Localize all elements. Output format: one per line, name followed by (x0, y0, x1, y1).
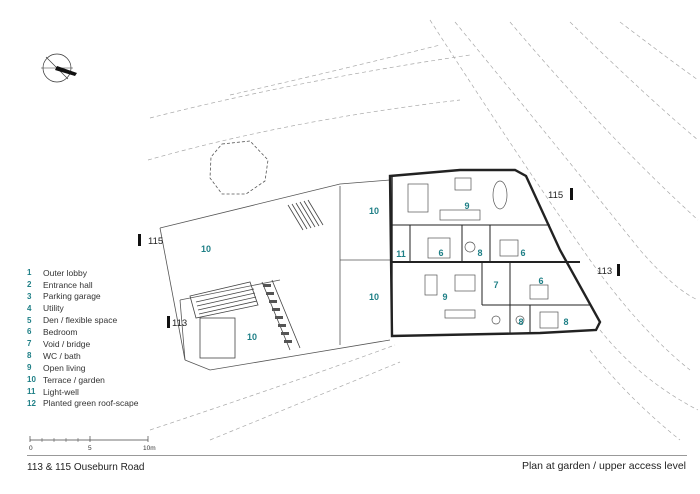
garden-stairs (189, 199, 324, 359)
svg-text:113: 113 (172, 318, 187, 329)
room-label-11: 11 (396, 249, 406, 259)
north-arrow-icon (41, 53, 77, 83)
room-label-8: 8 (518, 317, 523, 327)
footer-divider (27, 455, 687, 456)
room-label-10: 10 (369, 292, 379, 302)
house-tag-113-left: 113 (167, 316, 187, 329)
svg-text:113: 113 (597, 266, 612, 277)
room-label-9: 9 (442, 292, 447, 302)
room-label-10: 10 (247, 332, 257, 342)
drawing-title: 113 & 115 Ouseburn Road (27, 462, 145, 473)
svg-text:10m: 10m (143, 445, 156, 452)
svg-text:5: 5 (88, 445, 92, 452)
building-walls (388, 168, 602, 338)
garden-outline (159, 179, 392, 371)
room-label-8: 8 (477, 248, 482, 258)
svg-text:0: 0 (29, 445, 33, 452)
svg-text:115: 115 (548, 190, 563, 201)
room-label-6: 6 (520, 248, 525, 258)
contour-lines (147, 19, 699, 441)
drawing-subtitle: Plan at garden / upper access level (521, 460, 686, 472)
room-label-6: 6 (438, 248, 443, 258)
room-label-9: 9 (464, 201, 469, 211)
scale-bar: 0 5 10m (29, 436, 156, 452)
room-label-10: 10 (369, 206, 379, 216)
room-label-10: 10 (201, 244, 211, 254)
house-tag-113-right: 113 (597, 264, 620, 277)
svg-text:115: 115 (148, 236, 163, 247)
house-tag-115-top: 115 (548, 188, 573, 201)
house-tag-115-left: 115 (138, 234, 163, 247)
step-pads (263, 284, 292, 343)
room-label-7: 7 (493, 280, 498, 290)
room-label-8: 8 (563, 317, 568, 327)
tree-outline (209, 140, 269, 195)
furniture (407, 177, 559, 329)
room-label-6: 6 (538, 276, 543, 286)
